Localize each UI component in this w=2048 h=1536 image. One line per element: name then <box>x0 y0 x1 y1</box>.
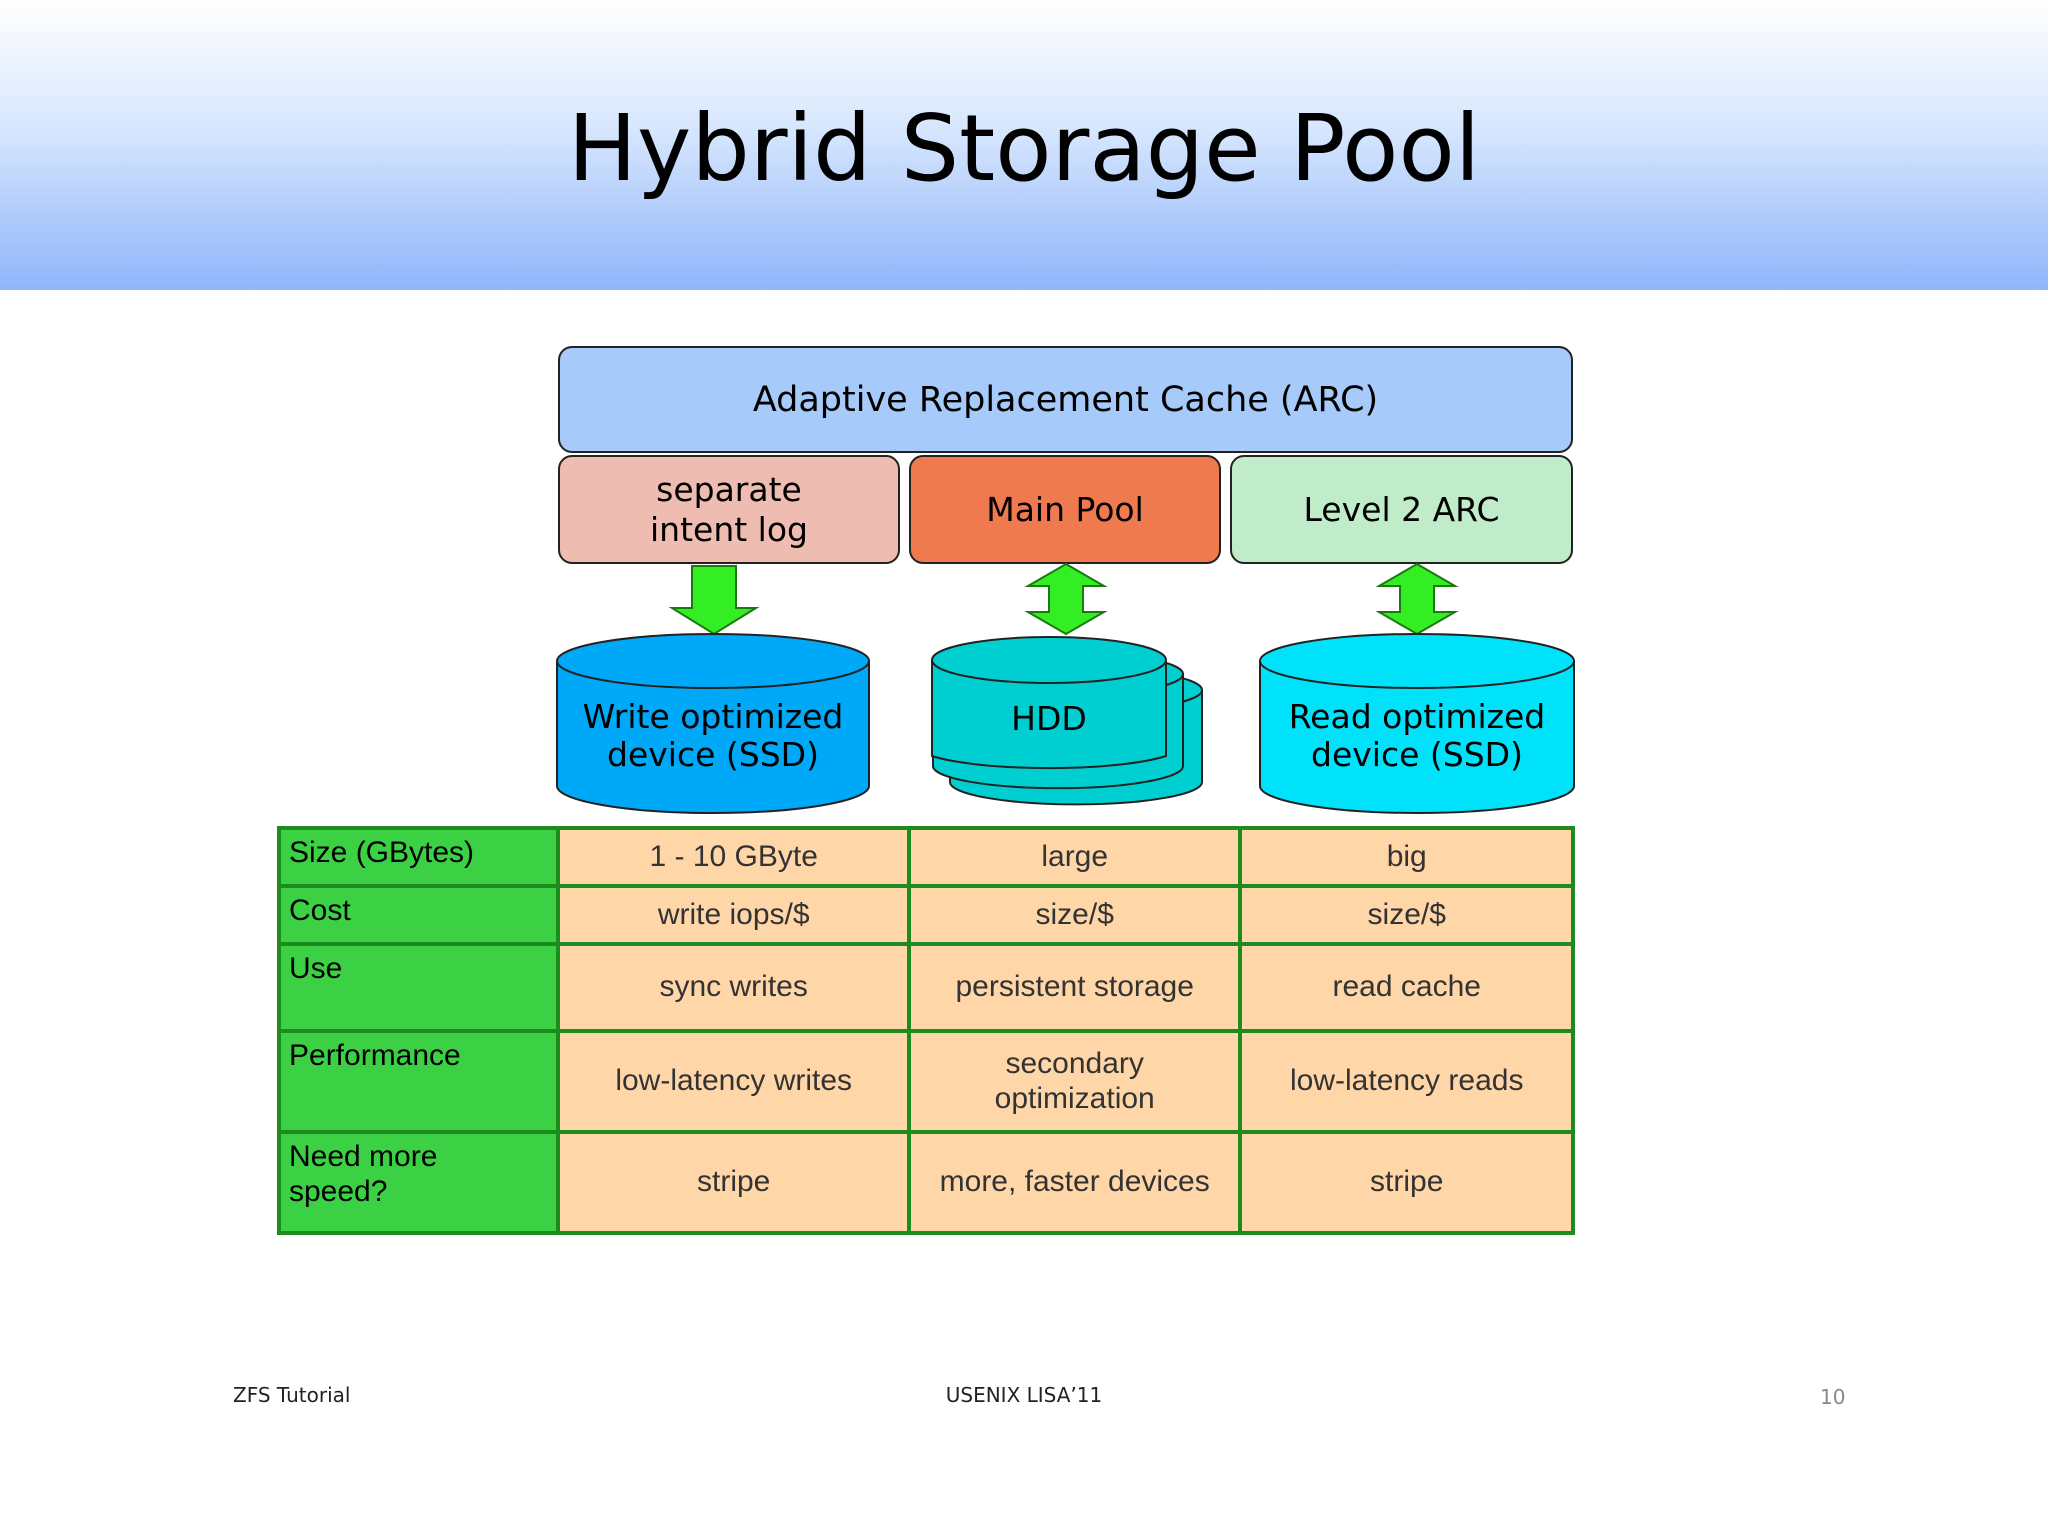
table-cell: sync writes <box>556 942 911 1033</box>
read-ssd-label-line1: Read optimized <box>1288 697 1546 736</box>
write-ssd-label-line2: device (SSD) <box>607 734 819 774</box>
read-ssd-cylinder <box>1259 633 1575 814</box>
slog-box: separate intent log <box>558 455 900 564</box>
main-pool-label: Main Pool <box>986 489 1144 529</box>
table-cell: big <box>1238 826 1575 888</box>
slog-label-line2: intent log <box>650 509 808 549</box>
read-ssd-label-line2: device (SSD) <box>1311 734 1523 774</box>
table-cell: low-latency reads <box>1238 1029 1575 1134</box>
slog-label-line1: separate <box>656 469 802 509</box>
hdd-label: HDD <box>932 700 1166 738</box>
table-cell: size/$ <box>1238 884 1575 946</box>
footer-left-text: ZFS Tutorial <box>233 1383 351 1407</box>
table-cell: low-latency writes <box>556 1029 911 1134</box>
table-cell: large <box>906 826 1243 888</box>
table-cell: secondary optimization <box>906 1029 1243 1134</box>
read-ssd-label: Read optimized device (SSD) <box>1260 698 1574 774</box>
table-cell: read cache <box>1238 942 1575 1033</box>
arrow-main-bidirectional <box>1024 562 1108 636</box>
row-header: Performance <box>276 1029 561 1134</box>
arrow-l2arc-bidirectional <box>1375 562 1459 636</box>
device-diagram <box>556 562 1575 814</box>
table-cell: persistent storage <box>906 942 1243 1033</box>
table-cell: 1 - 10 GByte <box>556 826 911 888</box>
row-header: Use <box>276 942 561 1033</box>
table-cell: write iops/$ <box>556 884 911 946</box>
arc-label: Adaptive Replacement Cache (ARC) <box>752 379 1379 420</box>
table-cell: size/$ <box>906 884 1243 946</box>
page-number: 10 <box>1820 1385 1846 1409</box>
row-header: Size (GBytes) <box>276 826 561 888</box>
main-pool-box: Main Pool <box>909 455 1221 564</box>
table-cell: more, faster devices <box>906 1130 1243 1235</box>
l2arc-label: Level 2 ARC <box>1303 489 1500 529</box>
table-cell: stripe <box>556 1130 911 1235</box>
hdd-cylinder-stack <box>931 636 1203 806</box>
slide-title: Hybrid Storage Pool <box>567 95 1481 202</box>
hdd-label-text: HDD <box>1011 699 1087 738</box>
title-banner <box>0 0 2048 290</box>
row-header: Need more speed? <box>276 1130 561 1235</box>
table-cell: stripe <box>1238 1130 1575 1235</box>
arrow-slog-down <box>668 565 760 636</box>
write-ssd-label-line1: Write optimized <box>582 697 844 736</box>
write-ssd-cylinder <box>556 633 870 814</box>
row-header: Cost <box>276 884 561 946</box>
write-ssd-label: Write optimized device (SSD) <box>557 698 869 774</box>
l2arc-box: Level 2 ARC <box>1230 455 1573 564</box>
footer-center-text: USENIX LISA’11 <box>945 1383 1103 1407</box>
arc-box: Adaptive Replacement Cache (ARC) <box>558 346 1573 453</box>
